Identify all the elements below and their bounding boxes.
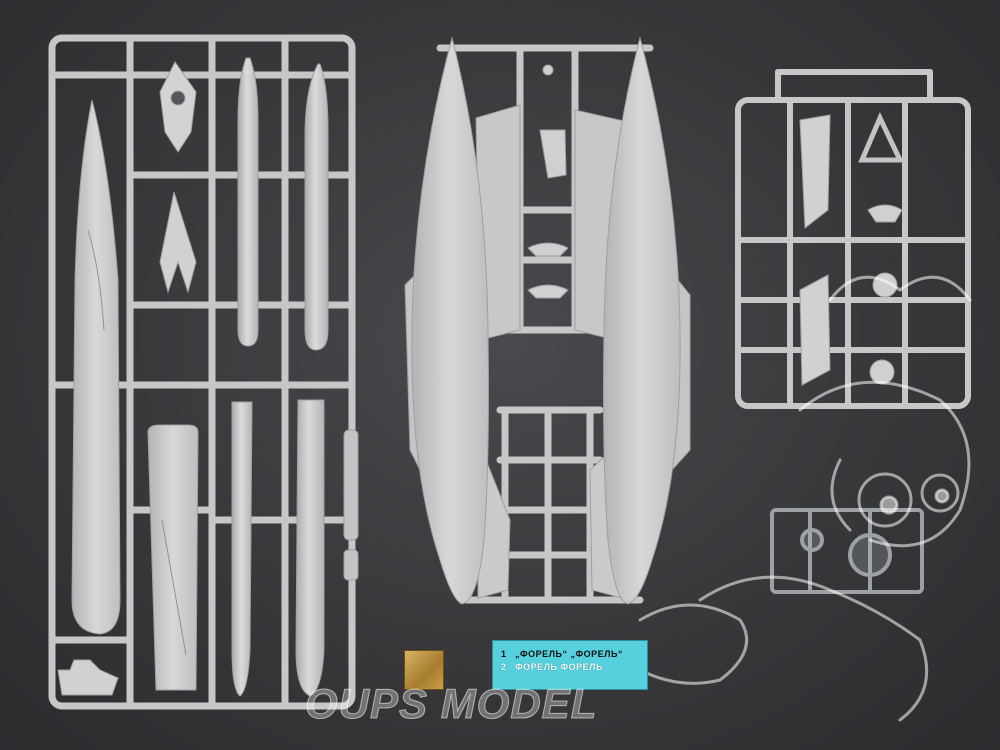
right-sprue — [735, 69, 971, 409]
decal-row-2-text: ФОРЕЛЬ ФОРЕЛЬ — [515, 662, 603, 672]
photo-etch-fret — [404, 650, 444, 690]
watermark-text: OUPS MODEL — [305, 680, 598, 728]
clear-sprue — [770, 508, 924, 594]
watermark-mascot — [638, 275, 972, 722]
left-sprue — [48, 34, 356, 710]
decal-row-1: 1 „ФОРЕЛЬ“ „ФОРЕЛЬ“ — [501, 649, 623, 659]
decal-row-1-text: „ФОРЕЛЬ“ „ФОРЕЛЬ“ — [515, 649, 623, 659]
center-sprue — [436, 44, 654, 604]
decal-row-2: 2 ФОРЕЛЬ ФОРЕЛЬ — [501, 662, 603, 672]
decal-row-1-number: 1 — [501, 649, 507, 659]
decal-sheet: 1 „ФОРЕЛЬ“ „ФОРЕЛЬ“ 2 ФОРЕЛЬ ФОРЕЛЬ — [492, 640, 648, 690]
center-sprue-parts — [404, 36, 691, 605]
right-sprue-parts — [799, 111, 904, 386]
decal-row-2-number: 2 — [501, 662, 507, 672]
left-sprue-parts — [57, 57, 359, 697]
